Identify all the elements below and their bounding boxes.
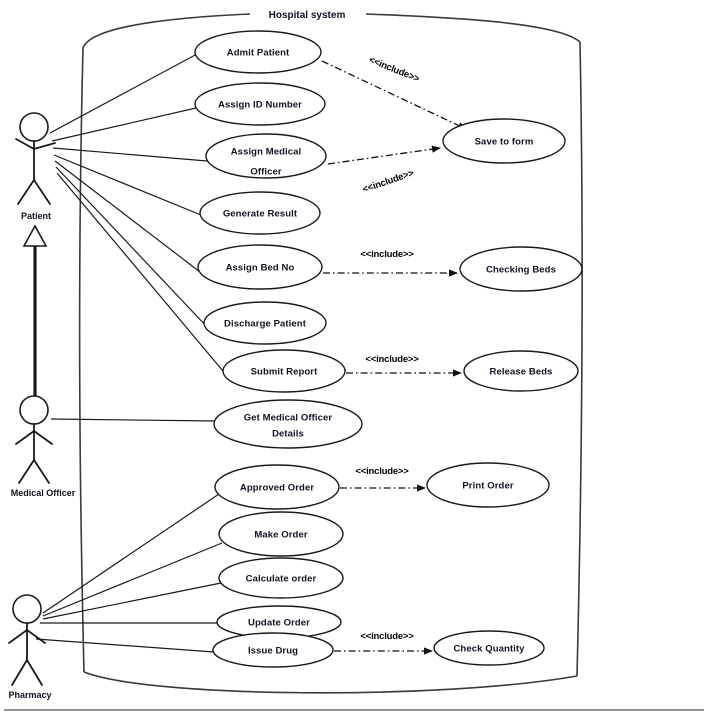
actor-pharmacy[interactable]: Pharmacy	[8, 594, 52, 700]
actor-label: Medical Officer	[11, 488, 76, 498]
association-group-patient	[49, 53, 229, 378]
inc-assignmo-save[interactable]	[327, 145, 441, 165]
use-case-label: Assign ID Number	[218, 100, 302, 111]
assoc-pharmacy-make[interactable]	[42, 542, 223, 617]
include-label-approved-print: <<include>>	[355, 466, 409, 477]
use-case-label: Release Beds	[490, 367, 553, 378]
actor-patient[interactable]: Patient	[15, 112, 56, 221]
use-case-make-order[interactable]: Make Order	[218, 511, 344, 557]
assoc-pharmacy-issue[interactable]	[35, 638, 215, 653]
use-case-admit-patient[interactable]: Admit Patient	[194, 30, 322, 74]
include-label-group: <<include>> <<include>> <<include>> <<in…	[355, 55, 421, 642]
assoc-patient-admit[interactable]	[49, 53, 198, 134]
assoc-patient-submit-report[interactable]	[56, 172, 229, 378]
assoc-patient-discharge[interactable]	[55, 166, 209, 329]
generalization-mo-to-patient[interactable]	[22, 224, 48, 400]
use-case-submit-report[interactable]: Submit Report	[222, 349, 346, 393]
use-case-label: Calculate order	[246, 574, 317, 585]
use-case-label: Save to form	[475, 137, 534, 148]
assoc-pharmacy-approved[interactable]	[42, 493, 220, 614]
actor-label: Patient	[21, 211, 51, 221]
association-group-pharmacy	[35, 493, 223, 653]
assoc-patient-assign-id[interactable]	[51, 107, 197, 142]
use-case-get-medical-officer-details[interactable]: Get Medical Officer Details	[213, 399, 363, 449]
use-case-print-order[interactable]: Print Order	[426, 462, 550, 508]
actor-medical-officer[interactable]: Medical Officer	[11, 395, 76, 498]
use-case-label: Make Order	[254, 530, 307, 541]
use-case-label: Assign Medical	[231, 147, 302, 158]
include-label-bed-checking: <<include>>	[360, 249, 414, 260]
assoc-patient-assign-bed[interactable]	[54, 160, 201, 273]
assoc-pharmacy-calculate[interactable]	[42, 582, 222, 620]
include-dependency-group	[321, 60, 467, 655]
inc-admit-save[interactable]	[321, 60, 467, 130]
assoc-patient-assign-mo[interactable]	[52, 147, 208, 162]
actor-label: Pharmacy	[8, 690, 51, 700]
assoc-mo-get-details[interactable]	[50, 418, 217, 422]
use-case-label: Get Medical Officer	[244, 413, 333, 424]
use-case-label: Admit Patient	[227, 48, 290, 59]
use-case-generate-result[interactable]: Generate Result	[199, 191, 321, 235]
diagram-title: Hospital system	[269, 10, 346, 21]
use-case-release-beds[interactable]: Release Beds	[463, 350, 579, 392]
use-case-label-line2: Details	[272, 429, 304, 440]
use-case-check-quantity[interactable]: Check Quantity	[433, 630, 545, 666]
use-case-assign-id-number[interactable]: Assign ID Number	[194, 82, 326, 126]
use-case-label: Issue Drug	[248, 646, 298, 657]
use-case-save-to-form[interactable]: Save to form	[442, 118, 566, 164]
use-case-group: Admit Patient Assign ID Number Assign Me…	[194, 30, 583, 668]
use-case-label-line2: Officer	[250, 167, 282, 178]
use-case-label: Print Order	[462, 481, 513, 492]
use-case-issue-drug[interactable]: Issue Drug	[212, 632, 334, 668]
use-case-label: Assign Bed No	[226, 263, 295, 274]
assoc-patient-generate-result[interactable]	[53, 154, 202, 216]
use-case-label: Discharge Patient	[224, 319, 307, 330]
use-case-label: Submit Report	[251, 367, 318, 378]
use-case-label: Update Order	[248, 618, 310, 629]
use-case-calculate-order[interactable]: Calculate order	[218, 557, 344, 599]
use-case-label: Check Quantity	[453, 644, 525, 655]
use-case-assign-bed-no[interactable]: Assign Bed No	[197, 244, 323, 290]
use-case-label: Generate Result	[223, 209, 298, 220]
include-label-report-release: <<include>>	[365, 354, 419, 365]
association-group-medical-officer	[50, 418, 217, 422]
use-case-discharge-patient[interactable]: Discharge Patient	[203, 301, 327, 345]
use-case-assign-medical-officer[interactable]: Assign Medical Officer	[205, 133, 327, 179]
include-label-assignmo-save: <<include>>	[361, 168, 416, 196]
include-label-issue-check: <<include>>	[360, 631, 414, 642]
include-label-admit-save: <<include>>	[367, 55, 421, 85]
use-case-label: Checking Beds	[486, 265, 556, 276]
use-case-approved-order[interactable]: Approved Order	[214, 464, 340, 510]
use-case-label: Approved Order	[240, 483, 314, 494]
use-case-checking-beds[interactable]: Checking Beds	[459, 246, 583, 292]
